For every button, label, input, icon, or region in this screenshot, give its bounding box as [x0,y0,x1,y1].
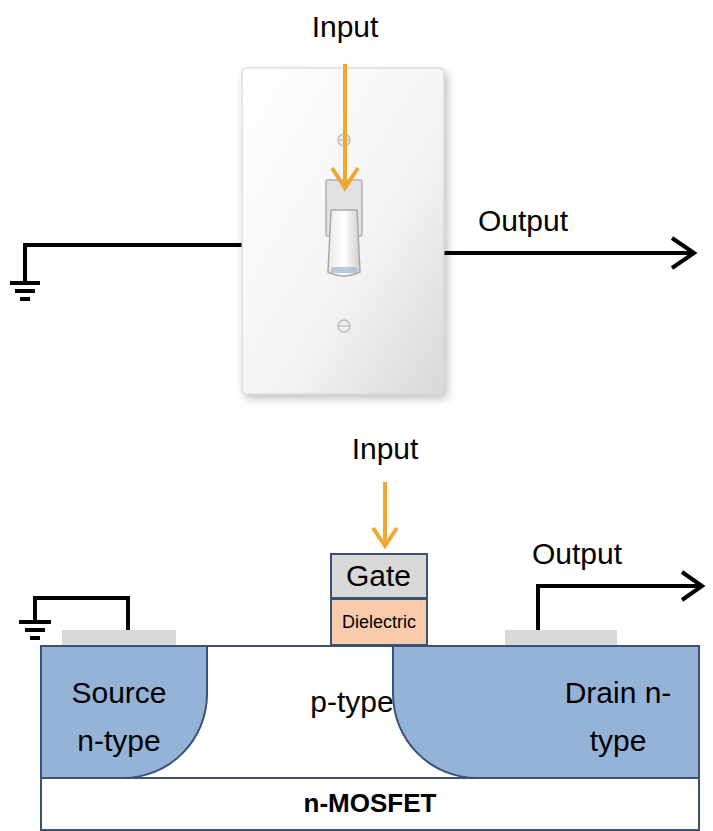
node-text: n-MOSFET [42,789,698,819]
node-text: Source n-type [60,669,178,765]
drain-region: Drain n-type [392,647,698,779]
output-wire [444,251,692,255]
node-text: Drain n-type [559,669,677,765]
toggle-lever [328,210,360,276]
ground-symbol [19,622,51,638]
output-wire [538,586,700,630]
output-label: Output [532,537,702,572]
ground-wire [25,245,242,283]
input-label: Input [290,10,400,45]
ground-symbol [10,283,40,299]
output-label: Output [478,204,648,239]
ground-wire [35,598,128,630]
node-text: Gate [346,559,411,594]
dielectric-box: Dielectric [330,598,428,646]
input-label: Input [330,432,440,467]
input-arrow [373,482,397,546]
node-text: Dielectric [342,612,416,633]
output-arrowhead [682,572,702,600]
input-arrow [332,64,358,188]
source-region: Source n-type [42,647,208,779]
screw [338,320,350,332]
substrate-box: p-typen-MOSFETSource n-typeDrain n-type [40,645,700,831]
gate-box: Gate [330,553,428,599]
output-arrowhead [672,238,694,268]
